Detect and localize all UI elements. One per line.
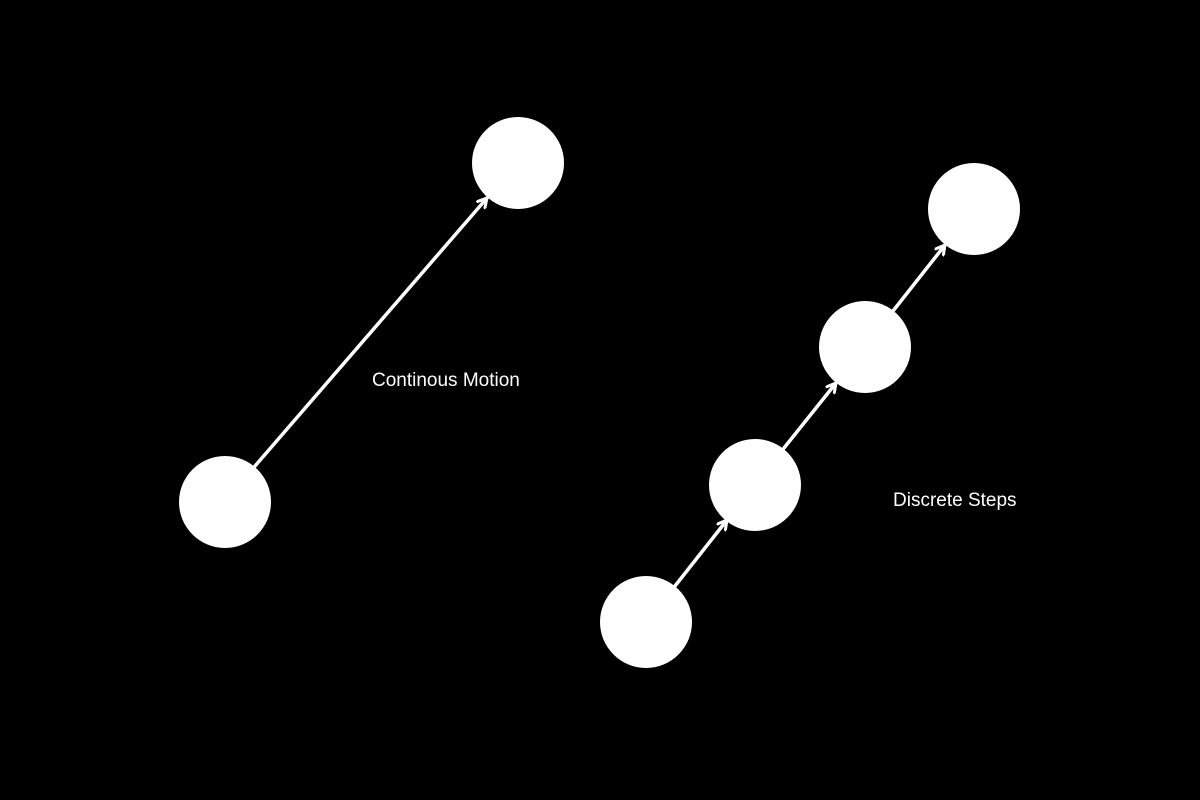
discrete-arrow-2 [782,381,838,450]
continuous-start-node [179,456,271,548]
discrete-node-4 [928,163,1020,255]
discrete-arrow-3 [891,243,947,313]
discrete-node-1 [600,576,692,668]
continuous-motion-group [179,117,564,548]
discrete-node-3 [819,301,911,393]
discrete-steps-group [600,163,1020,668]
discrete-node-2 [709,439,801,531]
discrete-arrow-1 [673,518,729,588]
continuous-motion-label: Continous Motion [372,370,520,391]
continuous-end-node [472,117,564,209]
continuous-arrow [253,196,489,468]
discrete-steps-label: Discrete Steps [893,490,1017,511]
